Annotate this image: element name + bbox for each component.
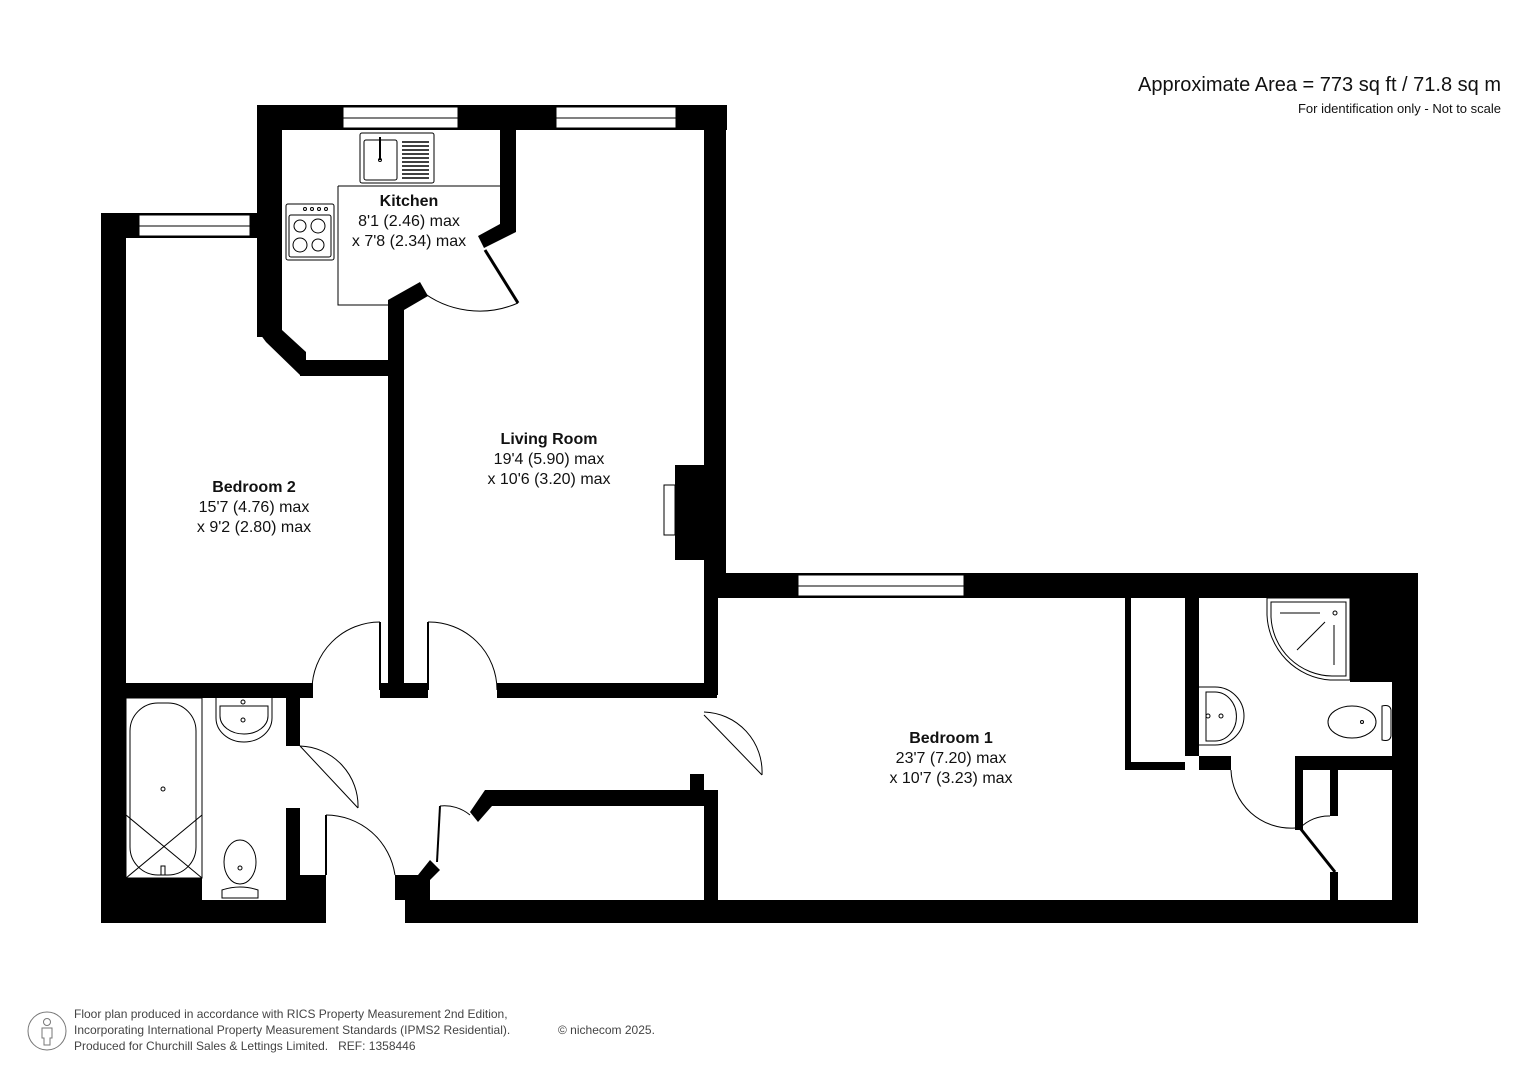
room-dim-1: 8'1 (2.46) max [358, 213, 460, 230]
header: Approximate Area = 773 sq ft / 71.8 sq m… [1138, 72, 1501, 116]
room-dim-2: x 10'6 (3.20) max [487, 471, 611, 488]
copyright: © nichecom 2025. [558, 1023, 655, 1037]
ensuite-basin-icon [1199, 686, 1245, 746]
fireplace-icon [663, 484, 676, 536]
hob-icon [285, 203, 335, 261]
toilet-icon [221, 839, 259, 899]
room-dim-2: x 10'7 (3.23) max [889, 770, 1013, 787]
approximate-area: Approximate Area = 773 sq ft / 71.8 sq m [1138, 74, 1501, 96]
windows [138, 106, 965, 597]
footer-line-2: Incorporating International Property Mea… [74, 1023, 511, 1037]
bath-icon [125, 697, 203, 879]
room-bedroom-2: Bedroom 2 15'7 (4.76) max x 9'2 (2.80) m… [197, 478, 311, 538]
room-name: Living Room [500, 431, 598, 448]
room-dim-2: x 7'8 (2.34) max [351, 233, 467, 250]
person-icon [27, 1011, 67, 1051]
shower-icon [1266, 597, 1351, 681]
room-dim-2: x 9'2 (2.80) max [196, 519, 312, 536]
room-dim-1: 15'7 (4.76) max [198, 499, 310, 516]
room-bedroom-1: Bedroom 1 23'7 (7.20) max x 10'7 (3.23) … [889, 729, 1012, 789]
basin-icon [215, 698, 273, 743]
room-name: Kitchen [379, 193, 439, 210]
ensuite-toilet-icon [1327, 705, 1392, 741]
kitchen-counter [337, 185, 500, 306]
doors [299, 249, 1337, 876]
room-name: Bedroom 2 [212, 479, 296, 496]
footer-line-1: Floor plan produced in accordance with R… [74, 1007, 508, 1021]
room-dim-1: 19'4 (5.90) max [493, 451, 605, 468]
room-kitchen: Kitchen 8'1 (2.46) max x 7'8 (2.34) max [352, 192, 466, 252]
footer: Floor plan produced in accordance with R… [74, 1006, 655, 1054]
room-name: Bedroom 1 [909, 730, 993, 747]
disclaimer: For identification only - Not to scale [1297, 101, 1501, 116]
footer-line-3: Produced for Churchill Sales & Lettings … [74, 1039, 416, 1053]
sink-icon [359, 132, 435, 184]
room-living-room: Living Room 19'4 (5.90) max x 10'6 (3.20… [487, 430, 610, 490]
room-dim-1: 23'7 (7.20) max [895, 750, 1007, 767]
